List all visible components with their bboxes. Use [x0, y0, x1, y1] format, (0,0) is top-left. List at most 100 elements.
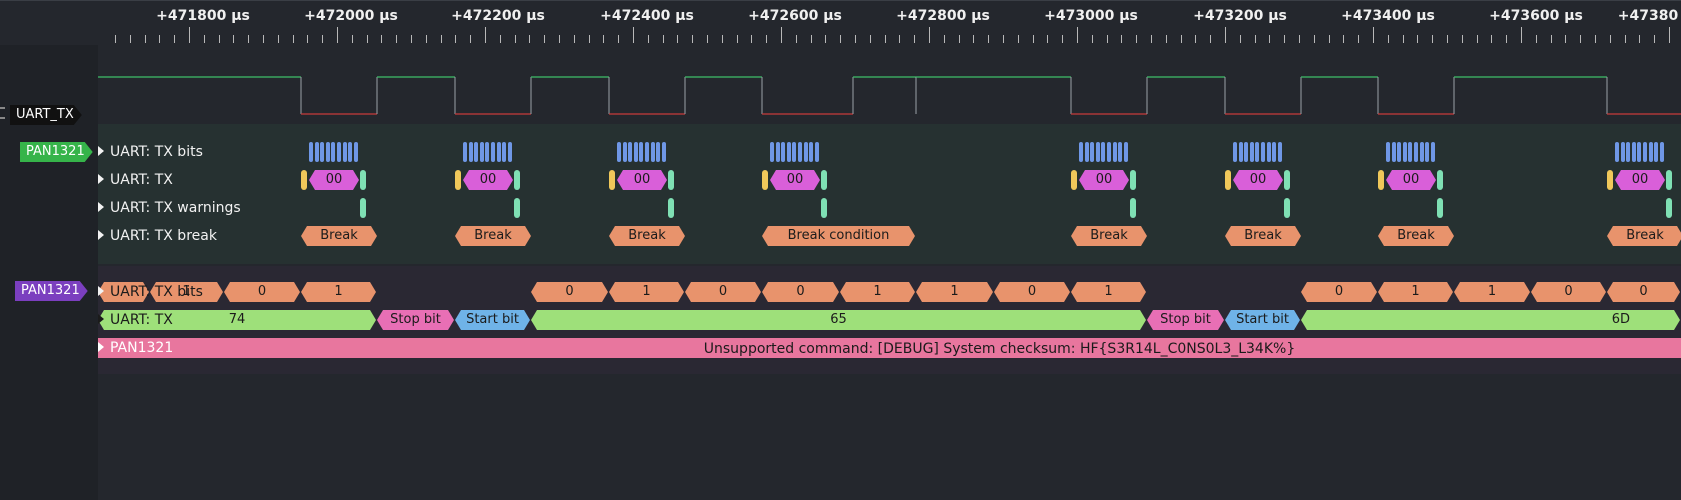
bit-marker — [1620, 142, 1625, 162]
expand-arrow-icon[interactable] — [98, 202, 104, 212]
bit-annotation[interactable]: 0 — [994, 282, 1070, 302]
ruler-tick — [322, 35, 323, 43]
ruler-tick-label: +473200 µs — [1193, 8, 1287, 24]
bit-annotation[interactable]: 1 — [609, 282, 684, 302]
bit-annotation[interactable]: 1 — [150, 282, 223, 302]
stop-bit-marker — [1284, 170, 1290, 190]
bit-annotation[interactable]: 0 — [762, 282, 839, 302]
bit-marker — [1391, 142, 1396, 162]
bit-marker — [1631, 142, 1636, 162]
bit-annotation[interactable]: 1 — [840, 282, 915, 302]
tx-annotation[interactable]: Stop bit — [377, 310, 454, 330]
bit-annotation[interactable]: 1 — [1454, 282, 1530, 302]
break-annotation[interactable]: Break — [609, 226, 685, 246]
tx-byte[interactable]: 00 — [1615, 170, 1665, 190]
break-annotation[interactable]: Break — [1607, 226, 1681, 246]
bit-annotation[interactable]: 1 — [1378, 282, 1453, 302]
expand-arrow-icon[interactable] — [98, 174, 104, 184]
tx-byte[interactable]: 00 — [1386, 170, 1436, 190]
bit-annotation[interactable]: 0 — [1531, 282, 1606, 302]
ruler-tick — [1432, 35, 1433, 43]
tx-byte[interactable]: 00 — [1233, 170, 1283, 190]
bit-annotation[interactable]: 1 — [301, 282, 376, 302]
bit-marker — [507, 142, 512, 162]
expand-arrow-icon[interactable] — [98, 230, 104, 240]
ruler-tick — [1210, 35, 1211, 43]
expand-arrow-icon[interactable] — [98, 286, 104, 296]
tx-byte[interactable]: 00 — [1079, 170, 1129, 190]
ruler-tick — [1580, 35, 1581, 43]
bit-annotation[interactable]: 1 — [1071, 282, 1146, 302]
time-ruler[interactable]: +471800 µs +472000 µs +472200 µs +472400… — [0, 0, 1681, 45]
bit-marker — [1419, 142, 1424, 162]
ruler-tick — [470, 35, 471, 43]
bit-marker — [1266, 142, 1271, 162]
bit-annotation[interactable]: 0 — [531, 282, 608, 302]
bit-marker — [1408, 142, 1413, 162]
tx-annotation[interactable]: 65 — [531, 310, 1146, 330]
bit-marker — [1277, 142, 1282, 162]
bit-annotation[interactable]: 0 — [685, 282, 761, 302]
row-label-tx[interactable]: UART: TX — [98, 171, 173, 189]
break-annotation[interactable]: Break — [1378, 226, 1454, 246]
ruler-tick — [559, 35, 560, 43]
channel-label-uart-tx[interactable]: UART_TX — [10, 105, 82, 125]
bit-marker — [1425, 142, 1430, 162]
stop-bit-marker — [668, 170, 674, 190]
expand-arrow-icon[interactable] — [98, 314, 104, 324]
expand-arrow-icon[interactable] — [98, 342, 104, 352]
tx-annotation[interactable]: Start bit — [455, 310, 530, 330]
ruler-tick — [396, 35, 397, 43]
channel-label-pan1321-a[interactable]: PAN1321 — [20, 142, 93, 162]
tx-annotation[interactable]: Stop bit — [1147, 310, 1224, 330]
bit-marker — [814, 142, 819, 162]
ruler-tick — [352, 35, 353, 43]
bit-marker — [1090, 142, 1095, 162]
tx-annotation[interactable]: 6D — [1301, 310, 1680, 330]
ruler-tick — [1314, 35, 1315, 43]
break-annotation[interactable]: Break condition — [762, 226, 915, 246]
ruler-tick — [1595, 35, 1596, 43]
tx-annotation[interactable]: 74 — [98, 310, 376, 330]
row-label-tx-bits[interactable]: UART: TX bits — [98, 143, 203, 161]
ruler-tick — [1033, 35, 1034, 43]
break-annotation[interactable]: Break — [301, 226, 377, 246]
bit-annotation[interactable]: 0 — [224, 282, 300, 302]
tx-annotation[interactable]: Start bit — [1225, 310, 1300, 330]
expand-arrow-icon[interactable] — [98, 146, 104, 156]
row-label-tx-2[interactable]: UART: TX — [98, 311, 173, 329]
ruler-tick — [1388, 35, 1389, 43]
bit-annotation[interactable]: 0 — [1607, 282, 1680, 302]
break-annotation[interactable]: Break — [455, 226, 531, 246]
message-row[interactable] — [98, 338, 1681, 358]
tx-byte[interactable]: 00 — [309, 170, 359, 190]
ruler-tick — [796, 35, 797, 43]
bit-marker — [639, 142, 644, 162]
row-label-tx-break[interactable]: UART: TX break — [98, 227, 217, 245]
bit-marker — [348, 142, 353, 162]
bit-annotation[interactable]: 0 — [1301, 282, 1377, 302]
row-label-pan1321[interactable]: PAN1321 — [98, 339, 173, 357]
tx-byte[interactable]: 00 — [463, 170, 513, 190]
row-label-tx-warnings[interactable]: UART: TX warnings — [98, 199, 241, 217]
ruler-tick — [307, 35, 308, 43]
ruler-tick — [159, 35, 160, 43]
bit-annotation[interactable]: 1 — [916, 282, 993, 302]
ruler-tick — [766, 35, 767, 43]
bit-marker — [485, 142, 490, 162]
bit-marker — [320, 142, 325, 162]
bit-marker — [1112, 142, 1117, 162]
break-annotation[interactable]: Break — [1071, 226, 1147, 246]
ruler-tick — [1225, 27, 1226, 43]
bit-marker — [1084, 142, 1089, 162]
row-label-tx-bits-2[interactable]: UART: TX bits — [98, 283, 203, 301]
break-annotation[interactable]: Break — [1225, 226, 1301, 246]
ruler-tick — [1181, 35, 1182, 43]
channel-label-pan1321-b[interactable]: PAN1321 — [15, 281, 88, 301]
ruler-tick — [145, 35, 146, 43]
stop-bit-marker — [1666, 170, 1672, 190]
bit-annotation[interactable] — [98, 282, 149, 302]
tx-byte[interactable]: 00 — [617, 170, 667, 190]
ruler-tick — [663, 35, 664, 43]
tx-byte[interactable]: 00 — [770, 170, 820, 190]
